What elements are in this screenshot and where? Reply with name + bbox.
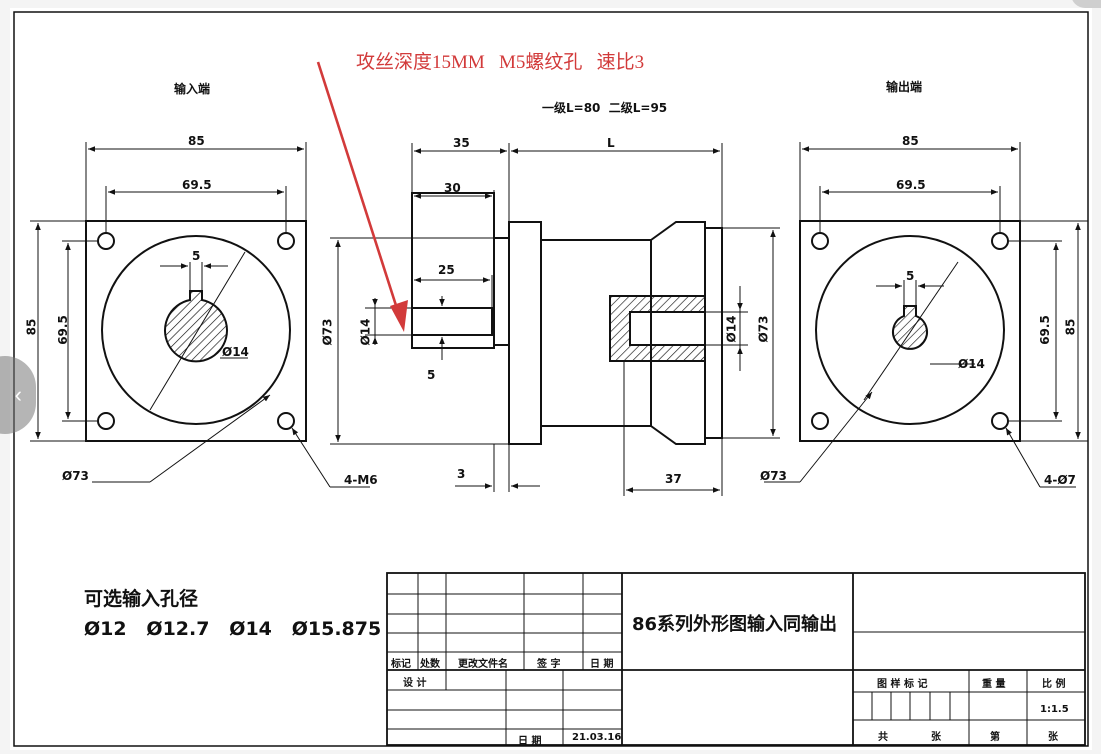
output-end-dimensions <box>764 142 1088 488</box>
dim-input-85-side: 85 <box>24 318 39 336</box>
dim-input-keyway-5: 5 <box>192 249 201 263</box>
dim-input-69-5-side: 69.5 <box>55 315 70 345</box>
dim-input-4-m6: 4-M6 <box>344 473 378 487</box>
title-block-grid <box>387 573 1085 745</box>
dim-output-85-top: 85 <box>902 134 919 148</box>
viewer-corner-tab[interactable] <box>1071 0 1101 8</box>
dim-side-37: 37 <box>665 472 682 486</box>
dim-output-4-dia-7: 4-Ø7 <box>1044 473 1076 487</box>
dim-side-dia-73-right: Ø73 <box>756 315 771 343</box>
dim-input-pcd-73: Ø73 <box>62 469 89 483</box>
dim-side-L: L <box>607 136 615 150</box>
bore-options-values: Ø12 Ø12.7 Ø14 Ø15.875 <box>84 618 382 640</box>
tb-total: 共 <box>878 732 888 743</box>
tb-weight: 重 量 <box>982 679 1006 690</box>
tb-design: 设 计 <box>403 678 427 689</box>
depth-annotation-arrow <box>316 61 408 332</box>
dim-side-dia-14-right: Ø14 <box>724 315 739 343</box>
output-end-title: 输出端 <box>886 80 923 94</box>
dim-input-85-top: 85 <box>188 134 205 148</box>
tb-col-mark: 标记 <box>391 659 411 670</box>
input-end-title: 输入端 <box>174 82 211 96</box>
tb-col-date: 日 期 <box>590 659 614 670</box>
tb-sheet-unit-a: 张 <box>931 732 941 743</box>
bore-options-heading: 可选输入孔径 <box>84 588 199 610</box>
side-view <box>411 192 723 445</box>
stage-length-note: 一级L=80 二级L=95 <box>542 101 668 115</box>
dim-side-30: 30 <box>444 181 461 195</box>
dim-side-5: 5 <box>427 368 436 382</box>
tb-col-count: 处数 <box>420 659 440 670</box>
dim-output-69-5-top: 69.5 <box>896 178 926 192</box>
tb-sheet-no: 第 <box>990 732 1000 743</box>
tb-sample-mark: 图 样 标 记 <box>877 679 928 690</box>
dim-side-35: 35 <box>453 136 470 150</box>
dim-input-69-5-top: 69.5 <box>182 178 212 192</box>
tb-col-sign: 签 字 <box>537 659 561 670</box>
dim-side-dia-73-left: Ø73 <box>320 318 335 346</box>
tb-date-label: 日 期 <box>518 736 542 747</box>
chevron-left-icon: ‹ <box>14 382 22 407</box>
tb-date-value: 21.03.16 <box>572 732 622 743</box>
input-end-dimensions <box>30 142 370 488</box>
thread-depth-note: 攻丝深度15MM M5螺纹孔 速比3 <box>356 52 645 73</box>
dim-output-bore-14: Ø14 <box>958 357 985 371</box>
side-view-dimensions <box>330 143 780 496</box>
previous-image-button[interactable]: ‹ <box>0 356 36 434</box>
dim-output-pcd-73: Ø73 <box>760 469 787 483</box>
tb-scale-value: 1:1.5 <box>1040 704 1069 715</box>
dim-input-bore-14: Ø14 <box>222 345 249 359</box>
dim-output-85-side: 85 <box>1063 318 1078 336</box>
tb-sheet-unit-b: 张 <box>1048 732 1058 743</box>
dim-output-keyway-5: 5 <box>906 269 915 283</box>
dim-side-25: 25 <box>438 263 455 277</box>
dim-side-3: 3 <box>457 467 466 481</box>
dim-output-69-5-side: 69.5 <box>1037 315 1052 345</box>
tb-col-change-doc: 更改文件名 <box>458 659 508 670</box>
dim-side-dia-14-left: Ø14 <box>358 318 373 346</box>
drawing-title: 86系列外形图输入同输出 <box>632 614 838 635</box>
tb-scale-label: 比 例 <box>1042 679 1066 690</box>
